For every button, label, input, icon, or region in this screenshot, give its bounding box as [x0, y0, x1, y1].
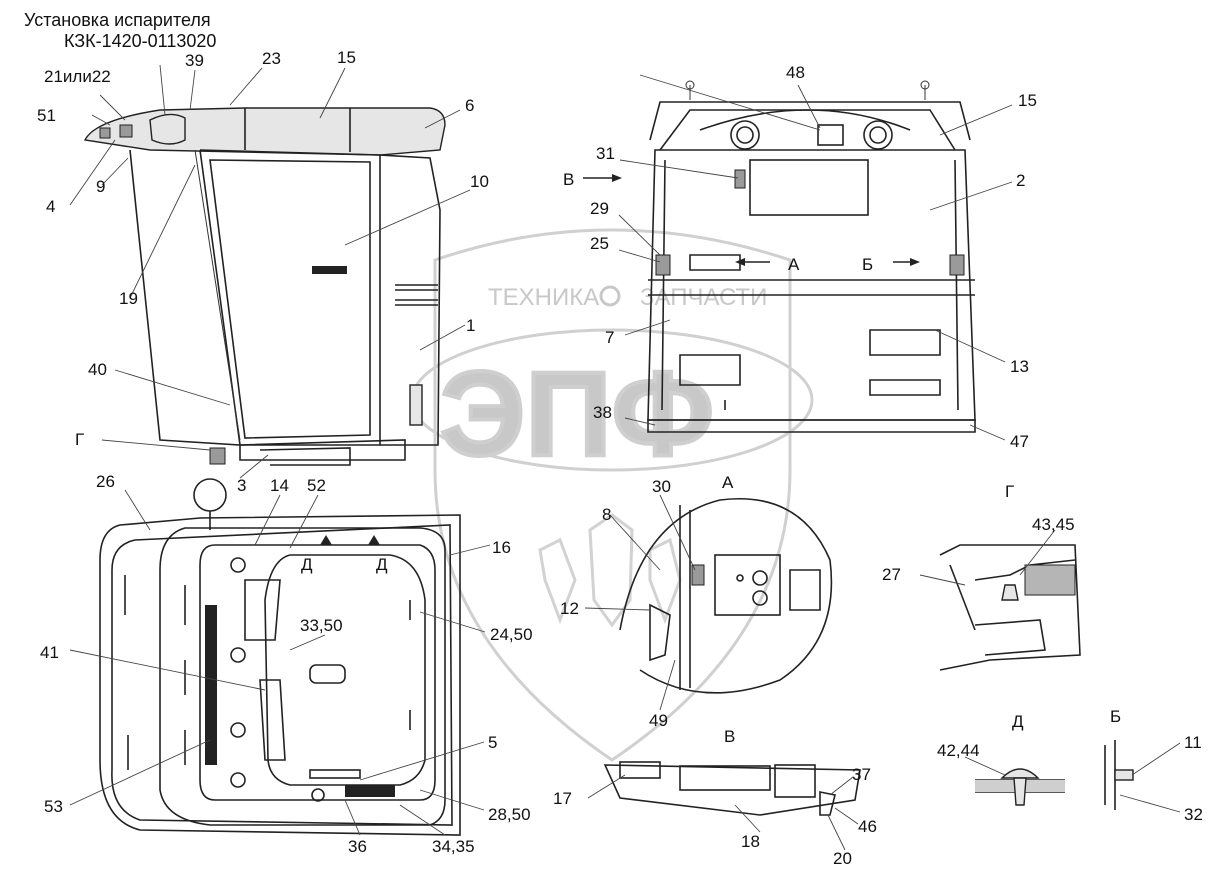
- callout-11: 11: [1184, 733, 1202, 752]
- leader-lines: [69, 64, 1181, 851]
- detail-g: [939, 544, 1081, 671]
- callout-labels: 21или22 39 23 15 51 6 10 4 9 19 1 40 3 4…: [37, 48, 1203, 868]
- callout-4: 4: [46, 197, 55, 216]
- watermark: ТЕХНИКА ЗАПЧАСТИ ЭПФ: [410, 228, 814, 762]
- detail-a-title: А: [722, 473, 734, 492]
- detail-b: [1104, 740, 1134, 810]
- callout-8: 8: [602, 505, 611, 524]
- callout-21-22: 21или22: [44, 67, 111, 86]
- callout-29: 29: [590, 199, 609, 218]
- detail-g-title: Г: [1005, 482, 1014, 501]
- gear-icon: [599, 285, 621, 307]
- callout-6: 6: [465, 96, 474, 115]
- detail-v-title: В: [724, 727, 735, 746]
- callout-31: 31: [596, 144, 615, 163]
- callout-51: 51: [37, 106, 56, 125]
- callout-30: 30: [652, 477, 671, 496]
- watermark-brand: ТЕХНИКА: [488, 284, 599, 311]
- detail-d: [975, 768, 1065, 806]
- callout-39: 39: [185, 51, 204, 70]
- callout-12: 12: [560, 599, 579, 618]
- callout-15-rear: 15: [1018, 91, 1037, 110]
- callout-26: 26: [96, 472, 115, 491]
- diagram-title-line1: Установка испарителя: [24, 10, 211, 30]
- top-view: [99, 478, 461, 836]
- callout-49: 49: [649, 711, 668, 730]
- callout-46: 46: [858, 817, 877, 836]
- view-letter-g-arrow: Г: [75, 430, 84, 449]
- callout-17: 17: [553, 789, 572, 808]
- callout-10: 10: [470, 172, 489, 191]
- view-letter-v-arrow: В: [563, 170, 574, 189]
- callout-3: 3: [237, 476, 246, 495]
- detail-v: [603, 761, 861, 816]
- callout-25: 25: [590, 234, 609, 253]
- callout-2: 2: [1016, 171, 1025, 190]
- callout-52: 52: [307, 476, 326, 495]
- detail-b-title: Б: [1110, 707, 1121, 726]
- callout-38: 38: [593, 403, 612, 422]
- callout-47: 47: [1010, 432, 1029, 451]
- callout-1: 1: [466, 316, 475, 335]
- callout-13: 13: [1010, 357, 1029, 376]
- view-arrows: [583, 174, 920, 266]
- callout-9: 9: [96, 177, 105, 196]
- watermark-logo: ЭПФ: [440, 347, 714, 481]
- callout-15-side: 15: [337, 48, 356, 67]
- callout-32: 32: [1184, 805, 1203, 824]
- callout-16: 16: [492, 538, 511, 557]
- callout-43-45: 43,45: [1032, 515, 1075, 534]
- callout-18: 18: [741, 832, 760, 851]
- callout-40: 40: [88, 360, 107, 379]
- callout-19: 19: [119, 289, 138, 308]
- detail-d-title: Д: [1012, 712, 1024, 731]
- callout-41: 41: [40, 643, 59, 662]
- callout-7: 7: [605, 328, 614, 347]
- callout-42-44: 42,44: [937, 741, 980, 760]
- diagram-title-line2: КЗК-1420-0113020: [64, 31, 217, 51]
- watermark-brand2: ЗАПЧАСТИ: [640, 284, 767, 311]
- callout-53: 53: [44, 797, 63, 816]
- callout-36: 36: [348, 837, 367, 856]
- callout-20: 20: [833, 849, 852, 868]
- view-letter-d-arrow1: Д: [301, 555, 313, 574]
- callout-34-35: 34,35: [432, 837, 475, 856]
- callout-14: 14: [270, 476, 289, 495]
- callout-23: 23: [262, 49, 281, 68]
- view-letter-a-arrow: А: [788, 255, 800, 274]
- side-view: [83, 107, 446, 466]
- detail-a: [619, 498, 833, 694]
- callout-48: 48: [786, 63, 805, 82]
- callout-24-50: 24,50: [490, 625, 533, 644]
- callout-33-50: 33,50: [300, 616, 343, 635]
- callout-28-50: 28,50: [488, 805, 531, 824]
- callout-27: 27: [882, 565, 901, 584]
- view-letter-b-arrow: Б: [862, 255, 873, 274]
- callout-37: 37: [852, 765, 871, 784]
- view-letter-d-arrow2: Д: [376, 555, 388, 574]
- callout-5: 5: [488, 733, 497, 752]
